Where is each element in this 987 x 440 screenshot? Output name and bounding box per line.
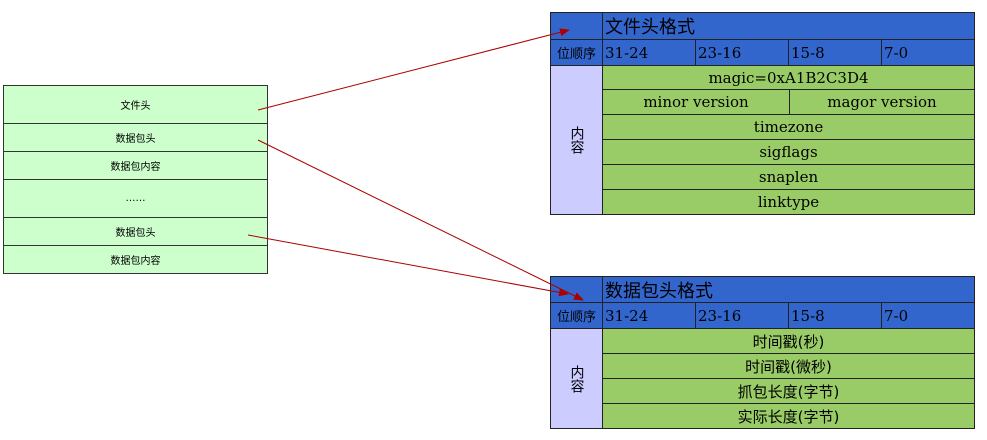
row-label: 数据包内容 <box>110 256 161 267</box>
bit-range-text: 31-24 <box>605 306 649 325</box>
field-text: snaplen <box>758 168 819 186</box>
bit-range-text: 31-24 <box>605 43 649 62</box>
content-label: 内容 <box>550 65 603 215</box>
table-title: 文件头格式 <box>602 12 975 40</box>
file-header-row: 文件头 <box>3 85 268 124</box>
content-text: 内容 <box>568 126 585 154</box>
ellipsis-row: …… <box>3 179 268 218</box>
order-text: 位顺序 <box>556 47 596 62</box>
order-label: 位顺序 <box>550 39 603 66</box>
bit-range: 31-24 <box>602 39 696 66</box>
arrow-file-header <box>257 28 570 111</box>
title-text: 数据包头格式 <box>605 280 713 302</box>
field-linktype: linktype <box>602 189 975 215</box>
field-text: magor version <box>827 93 937 111</box>
bit-range-text: 15-8 <box>791 306 825 325</box>
field-timestamp-usec: 时间戳(微秒) <box>602 353 975 379</box>
row-label: …… <box>125 193 146 204</box>
arrow-packet-header <box>247 234 569 297</box>
field-text: 实际长度(字节) <box>737 407 840 426</box>
row-label: 数据包头 <box>115 134 156 145</box>
bit-range-text: 15-8 <box>791 43 825 62</box>
order-label: 位顺序 <box>550 302 603 329</box>
bit-range: 23-16 <box>695 39 789 66</box>
field-text: magic=0xA1B2C3D4 <box>708 68 869 87</box>
field-text: timezone <box>753 118 824 136</box>
field-actual-length: 实际长度(字节) <box>602 403 975 429</box>
packet-content-row: 数据包内容 <box>3 151 268 180</box>
field-text: sigflags <box>759 143 818 161</box>
order-text: 位顺序 <box>556 310 596 325</box>
row-label: 数据包头 <box>115 228 156 239</box>
field-major-version: magor version <box>789 89 975 115</box>
table-title: 数据包头格式 <box>602 276 975 303</box>
field-text: 时间戳(秒) <box>752 332 825 351</box>
content-label: 内容 <box>550 328 603 429</box>
row-label: 文件头 <box>120 101 151 112</box>
bit-range: 31-24 <box>602 302 696 329</box>
field-text: 时间戳(微秒) <box>745 357 832 376</box>
table-corner <box>550 12 603 40</box>
bit-range-text: 7-0 <box>884 306 909 325</box>
field-text: linktype <box>757 193 820 211</box>
row-label: 数据包内容 <box>110 162 161 173</box>
content-text: 内容 <box>568 364 585 393</box>
field-text: 抓包长度(字节) <box>737 382 840 401</box>
bit-range-text: 7-0 <box>884 43 909 62</box>
title-text: 文件头格式 <box>605 17 695 38</box>
bit-range-text: 23-16 <box>698 43 742 62</box>
packet-header-row: 数据包头 <box>3 217 268 246</box>
bit-range-text: 23-16 <box>698 306 742 325</box>
field-timestamp-sec: 时间戳(秒) <box>602 328 975 354</box>
arrow-packet-header <box>257 139 584 301</box>
packet-content-row: 数据包内容 <box>3 245 268 274</box>
field-captured-length: 抓包长度(字节) <box>602 378 975 404</box>
bit-range: 7-0 <box>881 39 975 66</box>
field-text: minor version <box>643 93 749 111</box>
